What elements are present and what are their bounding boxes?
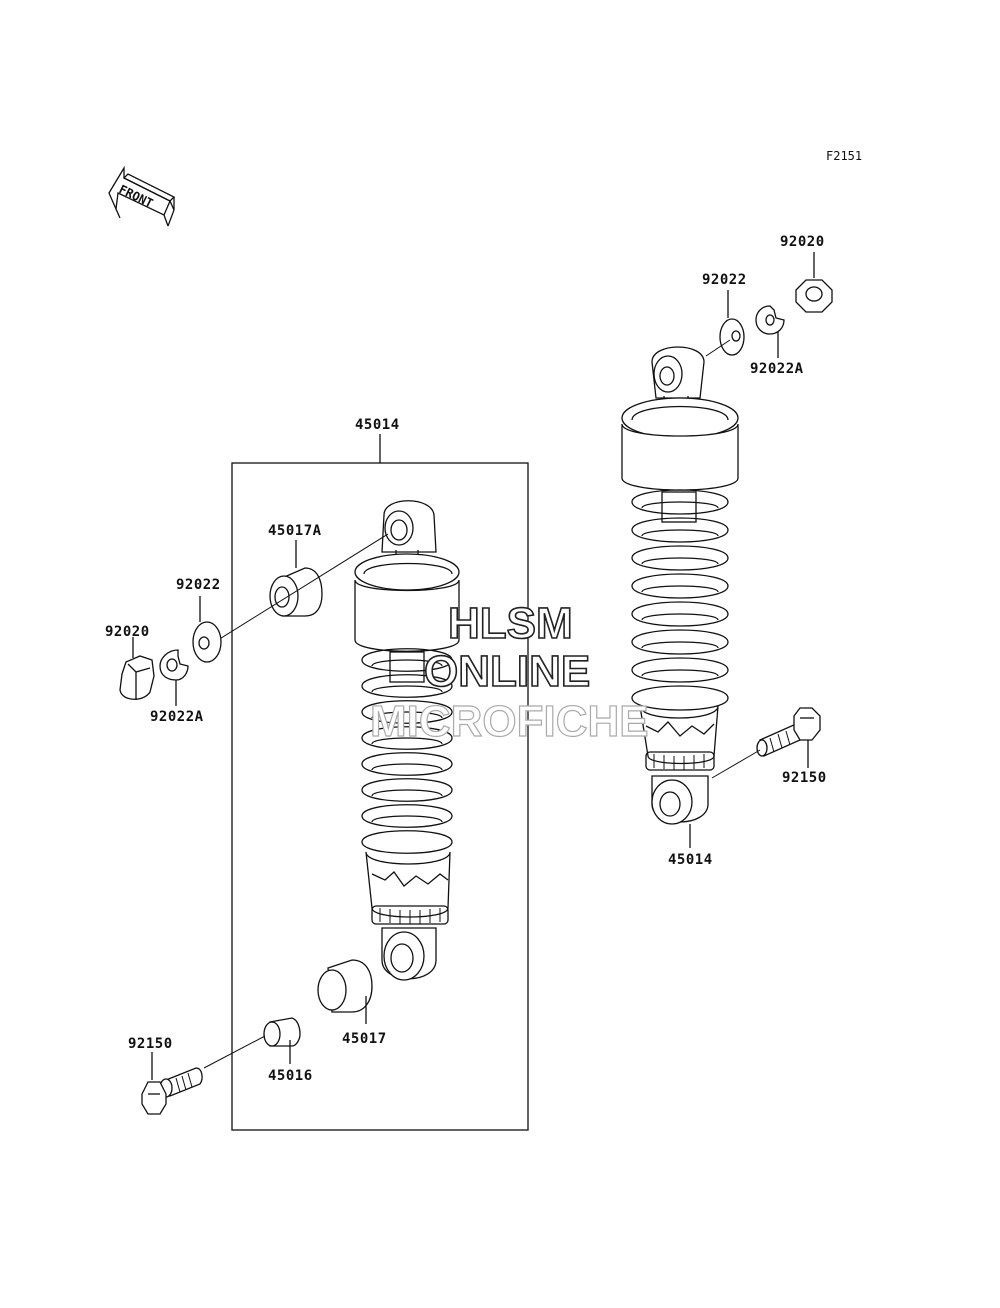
label-45017a: 45017A bbox=[268, 523, 322, 539]
washer-92022-left bbox=[192, 621, 222, 663]
figure-code: F2151 bbox=[826, 149, 862, 163]
label-45014-right: 45014 bbox=[668, 852, 713, 868]
label-45014-left: 45014 bbox=[355, 417, 400, 433]
label-92150-left: 92150 bbox=[128, 1036, 173, 1052]
bushing-45017 bbox=[317, 959, 373, 1013]
label-92022a-right: 92022A bbox=[750, 361, 804, 377]
label-92020-right: 92020 bbox=[780, 234, 825, 250]
collar-45016 bbox=[263, 1017, 301, 1047]
label-92020-left: 92020 bbox=[105, 624, 150, 640]
label-92022a-left: 92022A bbox=[150, 709, 204, 725]
watermark-line2: ONLINE bbox=[424, 647, 590, 696]
spring-left bbox=[361, 648, 453, 854]
label-92022-right: 92022 bbox=[702, 272, 747, 288]
label-45016: 45016 bbox=[268, 1068, 313, 1084]
lock-washer-92022a-right bbox=[755, 305, 785, 335]
shock-absorber-left bbox=[354, 500, 460, 981]
bolt-92150-right bbox=[756, 707, 821, 757]
label-45017: 45017 bbox=[342, 1031, 387, 1047]
washer-92022-right bbox=[719, 318, 745, 356]
nut-92020-left bbox=[119, 655, 155, 700]
bushing-45017a bbox=[269, 567, 323, 617]
label-92150-right: 92150 bbox=[782, 770, 827, 786]
label-92022-left: 92022 bbox=[176, 577, 221, 593]
bolt-92150-left bbox=[141, 1067, 203, 1115]
spring-right bbox=[631, 489, 729, 711]
watermark-line3: MICROFICHE bbox=[370, 697, 649, 746]
lock-washer-92022a-left bbox=[159, 649, 189, 681]
watermark: HLSM ONLINE MICROFICHE bbox=[369, 598, 649, 746]
front-arrow-icon: FRONT bbox=[108, 165, 176, 227]
nut-92020-right bbox=[795, 252, 833, 313]
shock-absorber-right bbox=[621, 346, 739, 825]
watermark-line1: HLSM bbox=[448, 599, 573, 648]
